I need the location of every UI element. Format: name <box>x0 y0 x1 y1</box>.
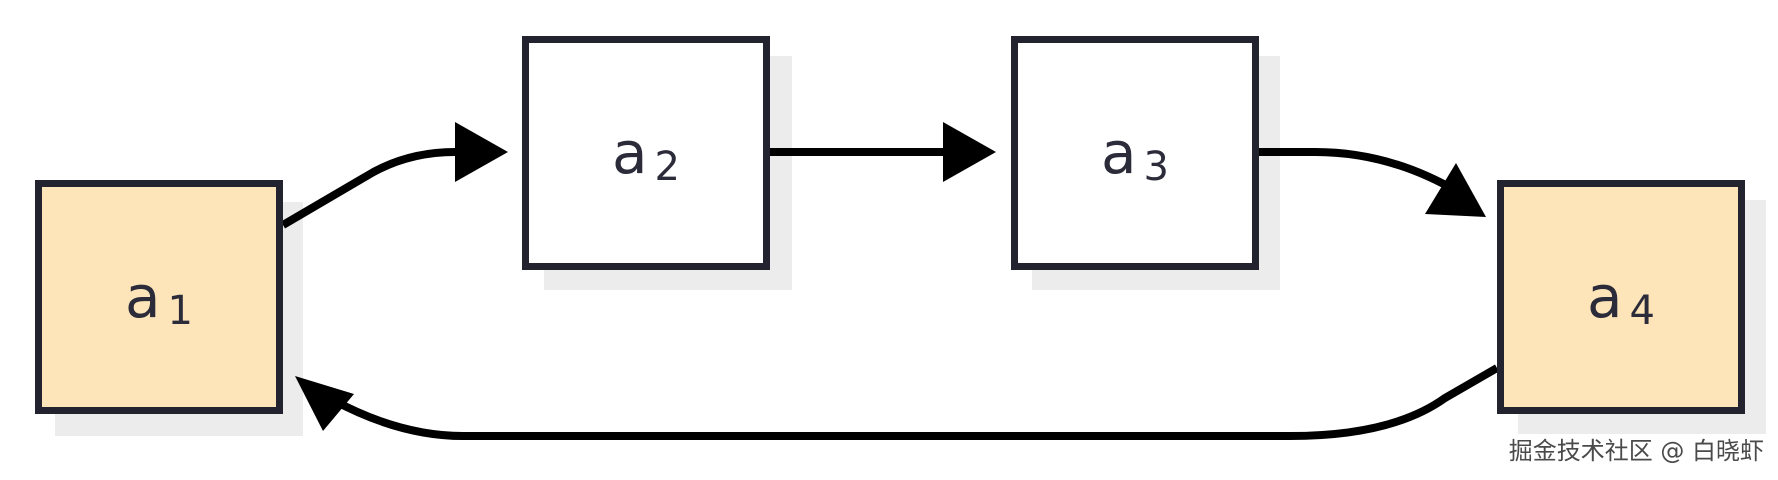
node-a4-subscript: 4 <box>1629 288 1655 334</box>
node-a3-base: a <box>1101 119 1138 187</box>
edge-a4-a1 <box>331 364 1499 440</box>
node-a1-subscript: 1 <box>167 288 193 334</box>
arrowhead-a1-a2 <box>455 122 508 182</box>
edge-a3-a4 <box>1259 148 1461 196</box>
watermark-text: 掘金技术社区 @ 白晓虾 <box>1508 437 1764 465</box>
arrowhead-a4-a1 <box>295 376 354 431</box>
node-a1-base: a <box>125 263 162 331</box>
arrowhead-a2-a3 <box>943 122 996 182</box>
node-a4-base: a <box>1587 263 1624 331</box>
arrowhead-a3-a4 <box>1425 163 1486 217</box>
node-a2-subscript: 2 <box>654 144 680 190</box>
edge-a1-a2 <box>280 148 456 229</box>
node-a3-subscript: 3 <box>1143 144 1169 190</box>
node-a2-base: a <box>612 119 649 187</box>
